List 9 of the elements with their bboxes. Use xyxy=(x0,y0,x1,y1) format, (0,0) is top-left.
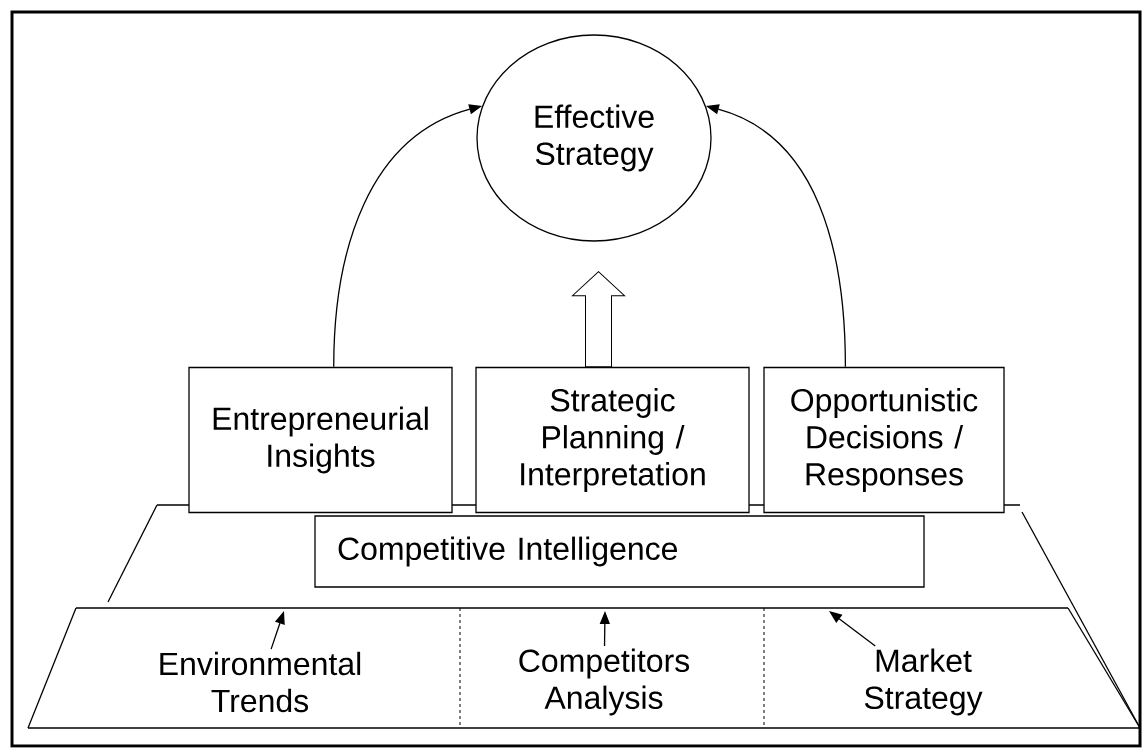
band-label: Market Strategy xyxy=(864,648,983,716)
band-label: Competitors Analysis xyxy=(519,648,690,716)
arrow xyxy=(829,611,876,647)
intelligence-box: Competitive Intelligence xyxy=(314,515,925,588)
block-arrow xyxy=(572,271,625,368)
process-box: Strategic Planning / Interpretation xyxy=(475,366,750,514)
band-label: Environmental Trends xyxy=(160,651,361,713)
process-box: Entrepreneurial Insights xyxy=(188,366,453,514)
process-box: Opportunistic Decisions / Responses xyxy=(763,366,1005,514)
